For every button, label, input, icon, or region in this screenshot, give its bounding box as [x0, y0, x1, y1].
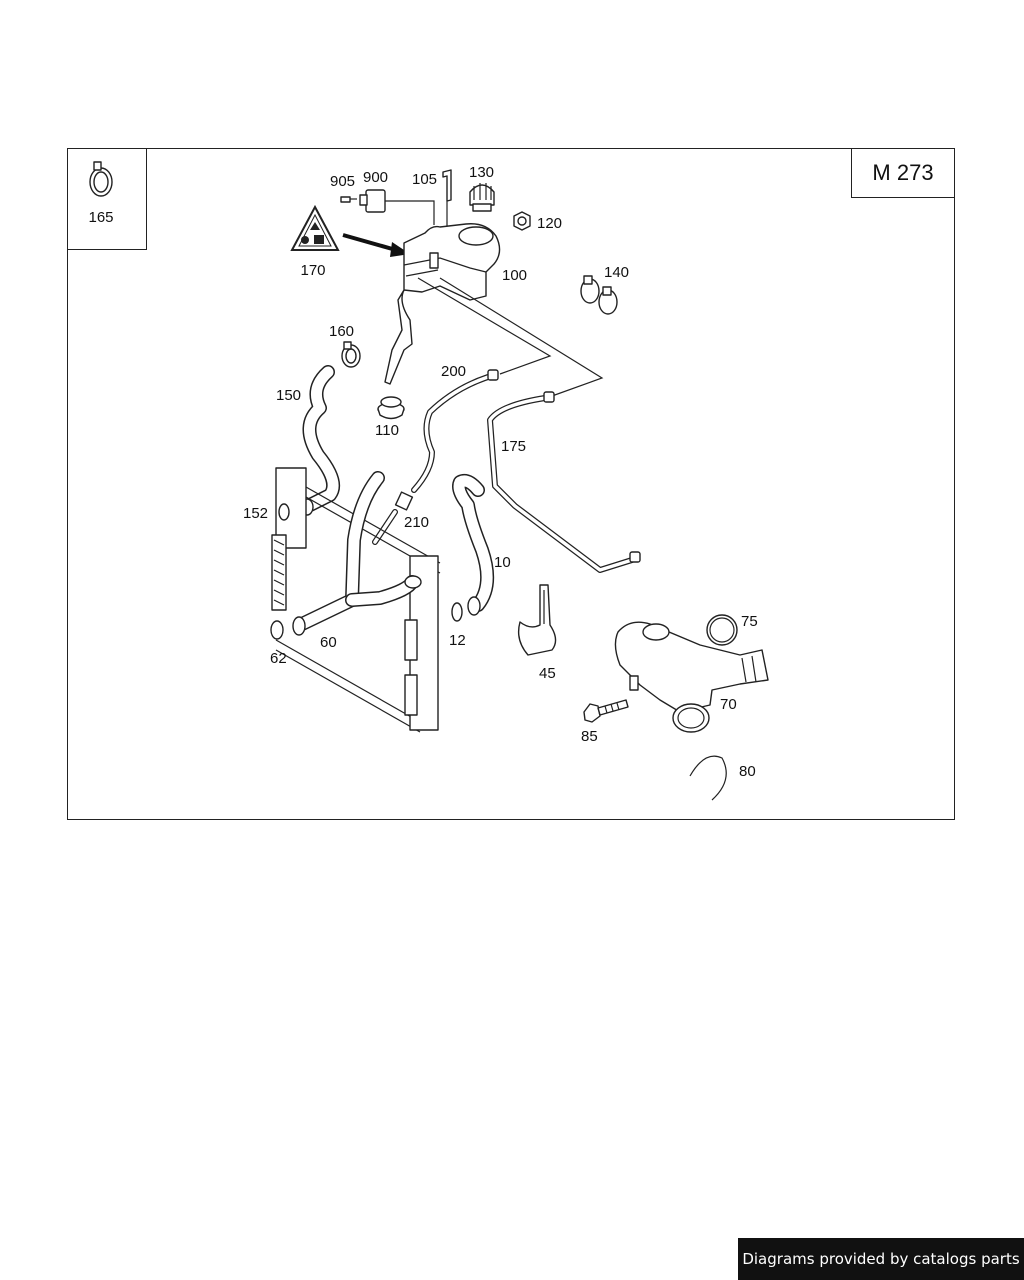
part-120-nut: [513, 211, 531, 231]
callout-62: 62: [270, 650, 287, 667]
callout-165: 165: [88, 209, 113, 226]
part-60-hose: [292, 471, 422, 636]
callout-45: 45: [539, 665, 556, 682]
model-label: M 273: [851, 148, 955, 198]
footer-credit: Diagrams provided by catalogs parts: [738, 1238, 1024, 1280]
part-140-clamp: [580, 275, 618, 315]
callout-900: 900: [363, 169, 388, 186]
callout-170: 170: [300, 262, 325, 279]
part-905-pin: [340, 196, 357, 203]
callout-80: 80: [739, 763, 756, 780]
part-130-cap: [469, 183, 495, 212]
part-70-thermostat-housing: [614, 621, 769, 733]
part-62-oring: [270, 620, 284, 640]
part-160-clamp: [341, 341, 361, 368]
part-85-bolt: [583, 699, 629, 723]
callout-175: 175: [501, 438, 526, 455]
part-10-hose: [452, 474, 495, 616]
callout-905: 905: [330, 173, 355, 190]
callout-10: 10: [494, 554, 511, 571]
arrow-to-tank: [342, 233, 410, 257]
callout-100: 100: [502, 267, 527, 284]
part-110-grommet: [377, 396, 405, 420]
callout-130: 130: [469, 164, 494, 181]
part-210-fitting: [372, 491, 414, 545]
callout-150: 150: [276, 387, 301, 404]
part-170-warning-label: [290, 204, 340, 251]
part-75-oring: [706, 614, 738, 646]
part-12-oring: [451, 602, 463, 622]
callout-160: 160: [329, 323, 354, 340]
part-900-sensor: [359, 189, 435, 225]
callout-140: 140: [604, 264, 629, 281]
part-165-clamp: [89, 161, 113, 197]
inset-box: [67, 148, 147, 250]
part-80-clip: [689, 755, 727, 801]
part-45-bracket: [517, 584, 557, 656]
callout-12: 12: [449, 632, 466, 649]
callout-110: 110: [375, 422, 399, 439]
callout-75: 75: [741, 613, 758, 630]
part-175-line: [487, 391, 641, 573]
callout-120: 120: [537, 215, 562, 232]
callout-105: 105: [412, 171, 437, 188]
part-152-oring: [278, 503, 290, 521]
callout-200: 200: [441, 363, 466, 380]
part-200-vent-line: [411, 369, 499, 493]
callout-60: 60: [320, 634, 337, 651]
callout-210: 210: [404, 514, 429, 531]
diagram-frame: [67, 148, 955, 820]
part-100-expansion-tank: [384, 223, 501, 385]
callout-152: 152: [243, 505, 268, 522]
callout-70: 70: [720, 696, 737, 713]
callout-85: 85: [581, 728, 598, 745]
